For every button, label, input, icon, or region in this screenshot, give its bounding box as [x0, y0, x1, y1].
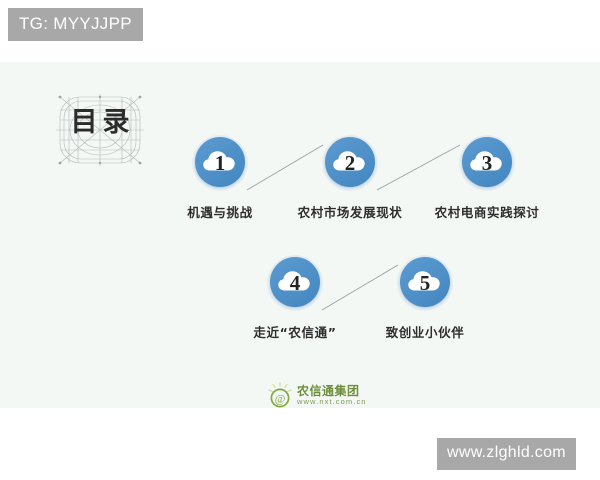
svg-text:@: @ — [275, 393, 286, 405]
wireframe-grid-icon — [56, 94, 144, 166]
toc-item-5[interactable]: 5 致创业小伙伴 — [359, 255, 491, 341]
logo-company-name: 农信通集团 — [297, 384, 360, 398]
toc-badge-2: 2 — [322, 135, 378, 191]
toc-badge-5: 5 — [397, 255, 453, 311]
cloud-icon — [203, 151, 235, 171]
page-title-block: 目录 — [52, 92, 148, 168]
toc-label-1: 机遇与挑战 — [187, 205, 253, 220]
toc-item-4[interactable]: 4 走近“农信通” — [229, 255, 361, 341]
logo-website-url: www.nxt.com.cn — [297, 397, 367, 406]
toc-label-2: 农村市场发展现状 — [297, 205, 403, 220]
at-sign-icon: @ — [268, 381, 292, 408]
page-title: 目录 — [70, 107, 135, 138]
slide-canvas: 目录 1 机遇与挑战 — [0, 62, 600, 408]
cloud-icon — [408, 271, 440, 291]
toc-number-3: 3 — [481, 151, 493, 175]
toc-item-2[interactable]: 2 农村市场发展现状 — [284, 135, 416, 221]
toc-label-3: 农村电商实践探讨 — [434, 205, 540, 220]
cloud-icon — [278, 271, 310, 291]
toc-item-1[interactable]: 1 机遇与挑战 — [154, 135, 286, 221]
cloud-icon — [470, 151, 502, 171]
toc-number-4: 4 — [289, 271, 301, 295]
toc-label-4: 走近“农信通” — [253, 325, 337, 340]
toc-badge-1: 1 — [192, 135, 248, 191]
toc-number-5: 5 — [419, 271, 431, 295]
cloud-icon — [333, 151, 365, 171]
toc-number-1: 1 — [214, 151, 226, 175]
toc-item-3[interactable]: 3 农村电商实践探讨 — [421, 135, 553, 221]
toc-badge-4: 4 — [267, 255, 323, 311]
toc-label-5: 致创业小伙伴 — [385, 325, 465, 340]
toc-number-2: 2 — [344, 151, 356, 175]
toc-badge-3: 3 — [459, 135, 515, 191]
watermark-bottom-right: www.zlghld.com — [437, 438, 576, 470]
company-logo: @ 农信通集团 www.nxt.com.cn — [266, 380, 370, 410]
watermark-top-left: TG: MYYJJPP — [8, 8, 143, 41]
